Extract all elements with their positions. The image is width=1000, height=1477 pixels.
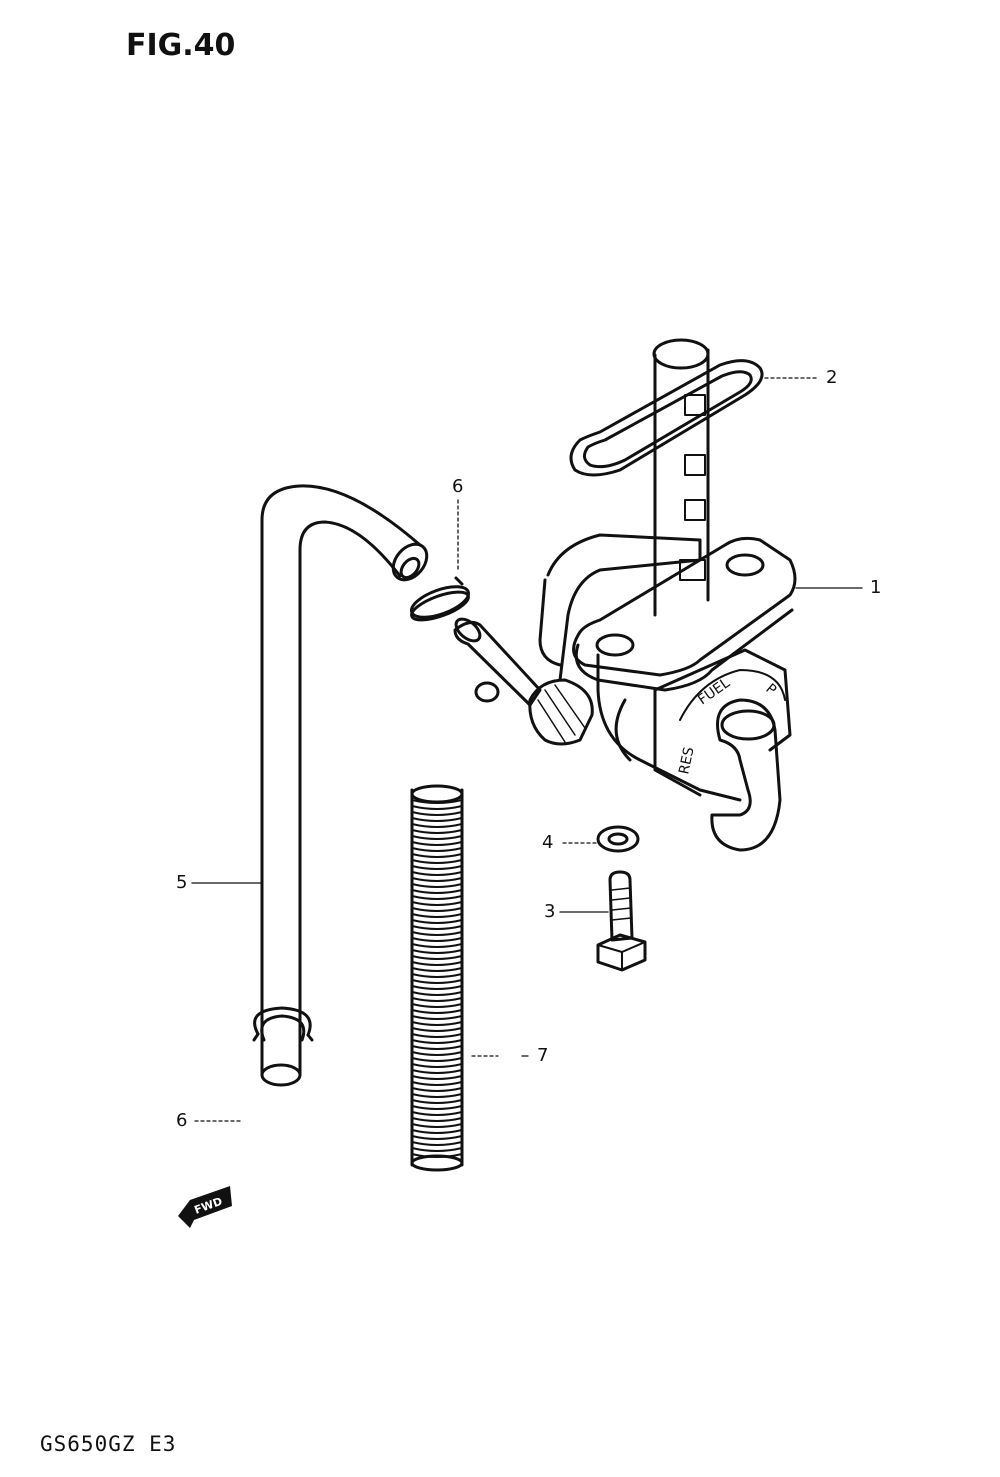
spring-coil-turn <box>411 877 463 882</box>
spring-coil-turn <box>411 1153 463 1158</box>
pri-marking: P <box>762 681 779 699</box>
spring-coil-turn <box>411 841 463 846</box>
spring-coil-turn <box>411 1009 463 1014</box>
spring-coil-turn <box>411 997 463 1002</box>
spring-coil-turn <box>411 985 463 990</box>
callout-7: 7 <box>537 1045 549 1066</box>
spring-coil-turn <box>411 865 463 870</box>
spring-coil-turn <box>411 1063 463 1068</box>
spring-coil-turn <box>411 799 463 804</box>
spring-coil-turn <box>411 1123 463 1128</box>
spring-coil-turn <box>411 961 463 966</box>
spring-coil-turn <box>411 871 463 876</box>
spring-coil-turn <box>411 1117 463 1122</box>
callout-2: 2 <box>826 367 838 388</box>
spring-coil-turn <box>411 1141 463 1146</box>
spring-coil-turn <box>411 823 463 828</box>
spring-coil-turn <box>411 1015 463 1020</box>
spring-coil-turn <box>411 1075 463 1080</box>
res-marking: RES <box>676 746 697 776</box>
spring-coil-turn <box>411 811 463 816</box>
spring-coil-turn <box>411 1081 463 1086</box>
spring-coil-turn <box>411 979 463 984</box>
hose-clip-top-part <box>410 576 470 622</box>
forward-arrow-badge: FWD <box>178 1186 232 1228</box>
spring-coil-turn <box>411 925 463 930</box>
bolt-part <box>596 870 647 972</box>
spring-coil-turn <box>411 835 463 840</box>
spring-coil-turn <box>411 1033 463 1038</box>
callout-1: 1 <box>870 577 882 598</box>
spring-coil-turn <box>411 805 463 810</box>
spring-coil-turn <box>411 1099 463 1104</box>
spring-coil-turn <box>411 1129 463 1134</box>
model-code: GS650GZ E3 <box>40 1432 177 1456</box>
spring-coils <box>411 799 463 1158</box>
spring-coil-turn <box>411 853 463 858</box>
callout-6-bottom: 6 <box>176 1110 188 1131</box>
spring-coil-turn <box>411 901 463 906</box>
spring-coil-turn <box>411 1003 463 1008</box>
spring-coil-turn <box>411 1087 463 1092</box>
callout-3: 3 <box>544 901 556 922</box>
figure-title: FIG.40 <box>126 28 236 63</box>
spring-coil-turn <box>411 883 463 888</box>
spring-coil-turn <box>411 1069 463 1074</box>
spring-coil-turn <box>411 949 463 954</box>
callout-5: 5 <box>176 872 188 893</box>
spring-coil-turn <box>411 919 463 924</box>
callout-4: 4 <box>542 832 554 853</box>
spring-coil-turn <box>411 847 463 852</box>
spring-coil-turn <box>411 889 463 894</box>
spring-coil-turn <box>411 1111 463 1116</box>
spring-coil-turn <box>411 1045 463 1050</box>
fuel-pickup-pipe <box>652 338 710 617</box>
spring-coil-turn <box>411 1027 463 1032</box>
leader-lines <box>191 377 863 1122</box>
spring-coil-turn <box>411 937 463 942</box>
spring-coil-turn <box>411 1105 463 1110</box>
spring-coil-turn <box>411 955 463 960</box>
spring-coil-turn <box>411 817 463 822</box>
callout-6-top: 6 <box>452 476 464 497</box>
spring-coil-turn <box>411 913 463 918</box>
spring-coil-turn <box>411 907 463 912</box>
spring-coil-turn <box>411 1147 463 1152</box>
spring-coil-turn <box>411 1021 463 1026</box>
fuel-cock-part <box>453 533 797 852</box>
spring-coil-turn <box>411 943 463 948</box>
hose-clip-bottom-part <box>252 1006 314 1042</box>
spring-coil-turn <box>411 859 463 864</box>
spring-coil-turn <box>411 1135 463 1140</box>
washer-part <box>596 825 640 853</box>
spring-coil-turn <box>411 1093 463 1098</box>
spring-coil-turn <box>411 895 463 900</box>
valve-markings: RES FUEL P <box>676 675 779 776</box>
spring-coil-turn <box>411 973 463 978</box>
spring-coil-turn <box>411 931 463 936</box>
spring-coil-turn <box>411 829 463 834</box>
spring-coil-turn <box>411 1057 463 1062</box>
fuel-hose-part <box>260 484 429 1087</box>
spring-coil-turn <box>411 1051 463 1056</box>
spring-coil-turn <box>411 967 463 972</box>
gasket-part <box>569 359 764 477</box>
spring-coil-turn <box>411 1039 463 1044</box>
spring-coil-turn <box>411 991 463 996</box>
